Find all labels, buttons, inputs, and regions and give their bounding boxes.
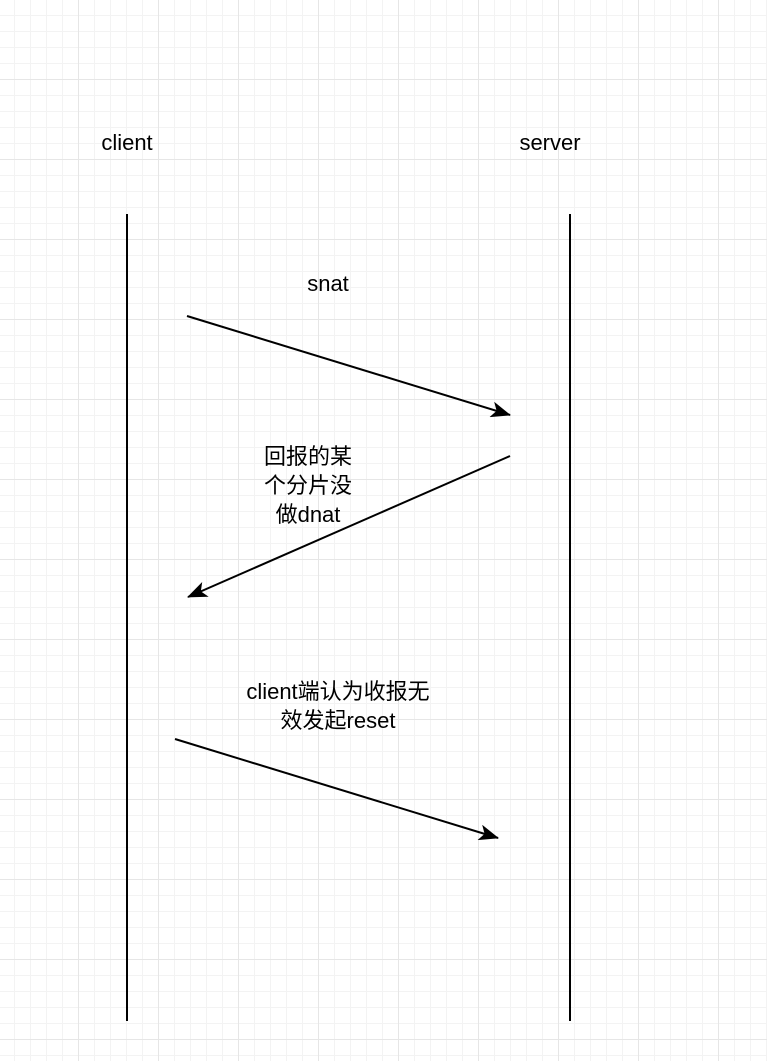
reply-label-line-2: 个分片没 bbox=[263, 473, 352, 498]
reset-label-line-1: client端认为收报无 bbox=[246, 679, 430, 704]
reply-label-line-3: 做dnat bbox=[275, 502, 341, 527]
reset-arrow bbox=[174, 738, 499, 841]
snat-arrow bbox=[186, 315, 511, 418]
reset-label-line-2: 效发起reset bbox=[280, 708, 396, 733]
reply-arrow bbox=[187, 455, 511, 598]
snat-message-label: snat bbox=[278, 269, 378, 298]
client-participant-label: client bbox=[101, 130, 153, 155]
server-participant-label: server bbox=[519, 130, 581, 155]
reply-message-label: 回报的某 个分片没 做dnat bbox=[238, 442, 378, 529]
reply-label-line-1: 回报的某 bbox=[263, 444, 352, 469]
snat-label-line: snat bbox=[307, 271, 349, 296]
reset-message-label: client端认为收报无 效发起reset bbox=[218, 677, 458, 735]
